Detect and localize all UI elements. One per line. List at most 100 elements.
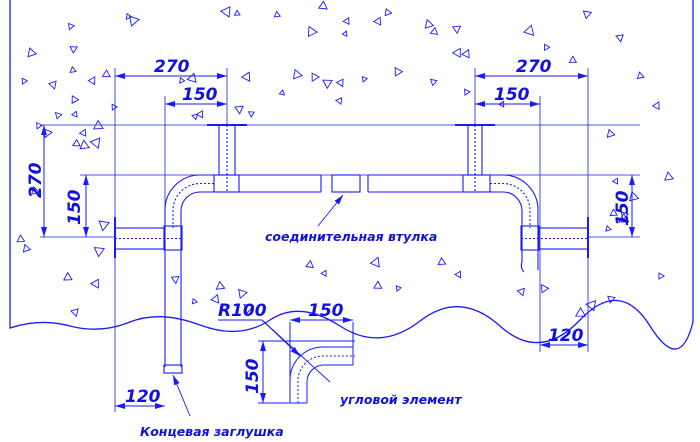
hatch-triangle <box>664 171 675 181</box>
hatch-triangle <box>101 69 111 78</box>
dim-right-270: 270 <box>516 57 552 77</box>
hatch-triangle <box>240 71 251 82</box>
hatch-triangle <box>317 0 328 10</box>
label-end-cap: Концевая заглушка <box>140 424 284 439</box>
hatch-triangle <box>607 295 616 304</box>
hatch-triangle <box>341 30 348 38</box>
hatch-triangle <box>437 256 447 265</box>
hatch-triangle <box>334 97 343 106</box>
hatch-triangle <box>89 137 101 150</box>
hatch-triangle <box>568 55 578 63</box>
hatch-triangle <box>71 138 81 147</box>
hatch-triangle <box>47 80 57 90</box>
hatch-triangle <box>31 186 40 195</box>
label-elbow: угловой элемент <box>340 392 462 407</box>
dim-left-vertical-150: 150 <box>65 189 85 225</box>
hatch-triangle <box>451 25 462 35</box>
label-coupling: соединительная втулка <box>265 229 437 244</box>
hatch-triangle <box>87 76 96 86</box>
hatch-triangle <box>307 25 319 38</box>
hatch-triangle <box>544 43 551 52</box>
hatch-triangle <box>322 79 333 90</box>
hatch-triangle <box>611 177 619 185</box>
hatch-triangle <box>125 12 133 20</box>
hatch-triangle <box>195 110 204 119</box>
hatch-triangle <box>605 224 612 232</box>
hatch-triangle <box>63 271 73 281</box>
dim-left-270: 270 <box>154 57 190 77</box>
hatch-triangle <box>234 105 244 115</box>
hatch-triangle <box>372 16 382 26</box>
hatch-triangle <box>22 243 32 253</box>
hatch-triangle <box>636 71 645 80</box>
hatch-triangle <box>93 247 106 258</box>
hatch-triangle <box>369 256 380 268</box>
hatch-triangle <box>651 101 660 111</box>
hatch-triangle <box>658 272 666 280</box>
hatch-triangle <box>191 297 199 305</box>
hatch-triangle <box>36 121 44 130</box>
hatch-triangle <box>451 47 461 58</box>
dim-left-bottom-120: 120 <box>125 387 161 407</box>
dim-elbow-height: 150 <box>243 358 263 394</box>
hatch-triangle <box>238 288 248 300</box>
hatch-triangle <box>429 78 438 87</box>
hatch-triangle <box>70 110 78 118</box>
hatch-triangle <box>191 113 199 121</box>
hatch-triangle <box>129 15 140 27</box>
hatch-triangle <box>71 95 80 105</box>
hatch-triangle <box>273 10 282 18</box>
hatch-triangle <box>54 111 63 120</box>
elbow-detail <box>258 322 355 404</box>
hatch-triangle <box>27 47 38 58</box>
hatch-triangle <box>618 212 630 223</box>
hatch-triangle <box>210 293 220 304</box>
left-pipe-assembly <box>114 124 322 374</box>
hatch-triangle <box>342 16 350 26</box>
hatch-triangle <box>373 280 383 289</box>
dimension-lines <box>41 73 635 409</box>
hatch-triangle <box>609 208 619 217</box>
coupling-sleeve <box>331 174 361 193</box>
right-pipe-assembly <box>367 124 589 273</box>
hatch-triangle <box>243 303 255 315</box>
hatch-triangle <box>585 300 597 312</box>
hatch-triangle <box>461 48 470 59</box>
dim-right-150: 150 <box>494 85 530 105</box>
dim-elbow-width: 150 <box>308 301 344 321</box>
hatch-triangle <box>541 283 550 294</box>
hatch-triangle <box>292 68 303 80</box>
hatch-triangle <box>394 66 404 77</box>
hatch-triangle <box>305 259 315 269</box>
hatch-triangle <box>219 6 231 18</box>
hatch-triangle <box>21 77 29 85</box>
hatch-triangle <box>454 270 462 279</box>
hatch-triangle <box>395 285 402 292</box>
hatch-triangle <box>615 34 624 43</box>
hatch-triangle <box>16 234 26 243</box>
hatch-triangle <box>582 10 593 20</box>
hatch-triangle <box>384 7 393 17</box>
hatch-triangle <box>98 220 110 232</box>
hatch-triangle <box>429 26 439 35</box>
end-cap <box>163 364 183 374</box>
hatch-triangle <box>78 128 87 137</box>
dim-elbow-radius: R100 <box>218 301 267 321</box>
hatch-triangle <box>69 46 78 54</box>
concrete-outline <box>9 0 694 350</box>
dim-left-vertical-270: 270 <box>26 162 46 198</box>
hatch-triangle <box>320 269 327 277</box>
hatch-triangle <box>424 18 435 29</box>
dim-left-150: 150 <box>182 85 218 105</box>
hatch-triangle <box>247 111 255 118</box>
hatch-triangle <box>278 89 286 96</box>
hatch-triangle <box>606 128 616 138</box>
dim-right-bottom-120: 120 <box>548 326 584 346</box>
hatch-triangle <box>233 9 241 16</box>
hatch-triangle <box>574 306 587 317</box>
hatch-triangle <box>89 278 99 289</box>
hatch-triangle <box>79 139 91 150</box>
leader-lines <box>172 194 344 417</box>
hatch-triangle <box>516 287 525 297</box>
